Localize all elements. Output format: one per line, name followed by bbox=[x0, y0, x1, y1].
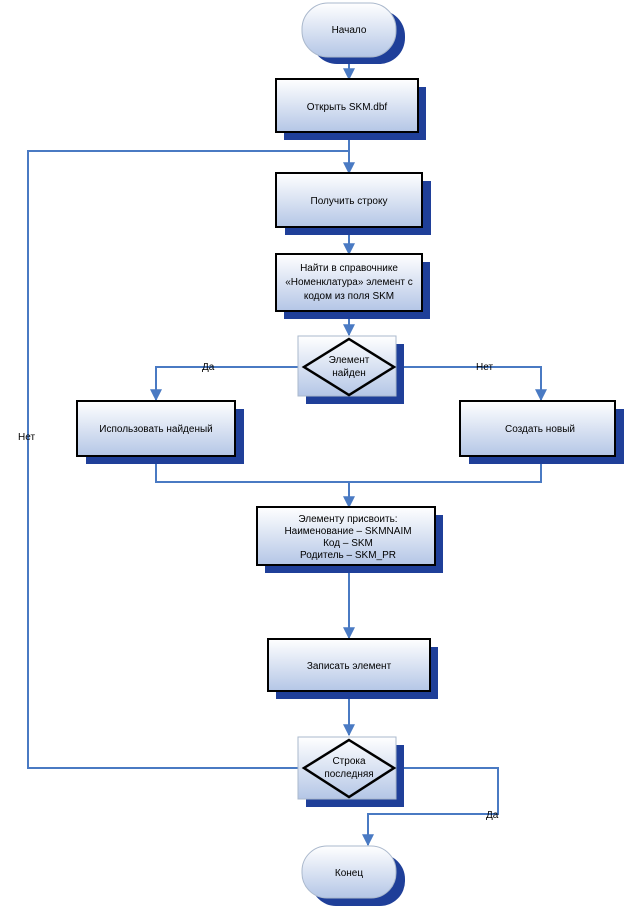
edge-label-yes-last: Да bbox=[486, 810, 499, 821]
edge-use-merge bbox=[155, 457, 349, 483]
assign-line-4: Родитель – SKM_PR bbox=[300, 550, 396, 561]
found-line-2: найден bbox=[332, 368, 366, 379]
edge-label-no-found: Нет bbox=[476, 362, 493, 373]
node-start: Начало bbox=[301, 2, 405, 64]
open-file-label: Открыть SKM.dbf bbox=[307, 102, 388, 113]
node-end: Конец bbox=[301, 845, 405, 906]
find-line-3: кодом из поля SKM bbox=[304, 291, 394, 302]
end-label: Конец bbox=[335, 868, 363, 879]
node-assign: Элементу присвоить: Наименование – SKMNA… bbox=[256, 506, 443, 573]
node-write: Записать элемент bbox=[267, 638, 438, 699]
use-found-label: Использовать найденый bbox=[99, 424, 213, 435]
last-line-1: Строка bbox=[332, 756, 366, 767]
node-get-row: Получить строку bbox=[275, 172, 431, 235]
node-found-decision: Элемент найден bbox=[297, 335, 404, 404]
node-find: Найти в справочнике «Номенклатура» элеме… bbox=[275, 253, 430, 319]
start-label: Начало bbox=[332, 25, 367, 36]
last-line-2: последняя bbox=[324, 769, 373, 780]
assign-line-1: Элементу присвоить: bbox=[298, 514, 397, 525]
write-label: Записать элемент bbox=[307, 661, 392, 672]
edge-label-no-last: Нет bbox=[18, 432, 35, 443]
edge-no-create bbox=[396, 366, 547, 402]
edge-yes-use bbox=[150, 366, 302, 402]
create-new-label: Создать новый bbox=[505, 424, 575, 435]
edge-label-yes-found: Да bbox=[202, 362, 215, 373]
edge-yes-end bbox=[362, 767, 499, 847]
node-create-new: Создать новый bbox=[459, 400, 624, 464]
assign-line-2: Наименование – SKMNAIM bbox=[284, 526, 411, 537]
edge-last-loop bbox=[27, 150, 349, 769]
found-line-1: Элемент bbox=[329, 355, 370, 366]
assign-line-3: Код – SKM bbox=[323, 538, 373, 549]
get-row-label: Получить строку bbox=[311, 196, 388, 207]
node-open-file: Открыть SKM.dbf bbox=[275, 78, 426, 140]
node-last-decision: Строка последняя bbox=[297, 736, 404, 807]
find-line-2: «Номенклатура» элемент с bbox=[285, 277, 413, 288]
find-line-1: Найти в справочнике bbox=[300, 263, 398, 274]
edge-create-merge bbox=[349, 457, 542, 483]
node-use-found: Использовать найденый bbox=[76, 400, 244, 464]
